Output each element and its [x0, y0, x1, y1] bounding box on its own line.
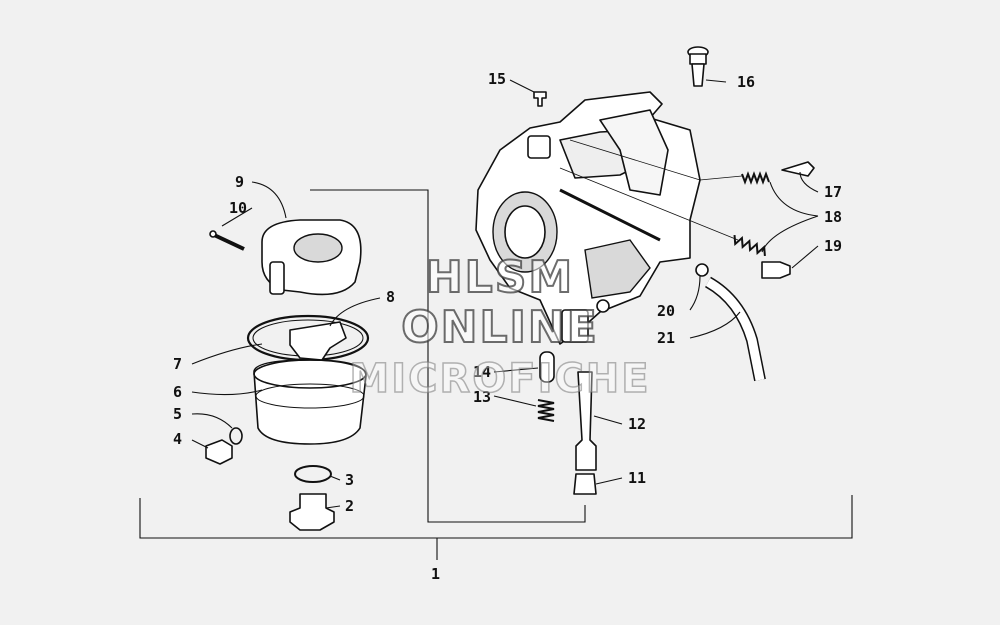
float-bowl-assembly: [205, 219, 370, 531]
carburetor-body: [475, 91, 701, 345]
callout-15: 15: [488, 70, 506, 88]
callout-17: 17: [824, 183, 842, 201]
callout-11: 11: [628, 469, 646, 487]
callout-labels: 1 2 3 4 5 6 7 8 9 10 11 12 13 14 15 16 1…: [173, 70, 842, 583]
main-nozzle: [575, 371, 597, 471]
callout-5: 5: [173, 405, 182, 423]
e-clip: [695, 263, 709, 277]
callout-12: 12: [628, 415, 646, 433]
callout-13: 13: [473, 388, 491, 406]
drain-screw: [205, 439, 233, 465]
callout-20: 20: [657, 302, 675, 320]
callout-8: 8: [386, 288, 395, 306]
callout-21: 21: [657, 329, 675, 347]
callout-10: 10: [229, 199, 247, 217]
jet-parts: [533, 46, 815, 495]
bowl-nut-o-ring: [294, 465, 332, 483]
callout-18: 18: [824, 208, 842, 226]
idle-speed-screw: [761, 261, 791, 279]
callout-1: 1: [431, 565, 440, 583]
callout-19: 19: [824, 237, 842, 255]
callout-3: 3: [345, 471, 354, 489]
main-jet: [573, 473, 597, 495]
mixture-spring: [741, 171, 770, 185]
callout-16: 16: [737, 73, 755, 91]
idle-mixture-needle: [781, 161, 815, 177]
callout-2: 2: [345, 497, 354, 515]
callout-14: 14: [473, 363, 491, 381]
jet-needle: [539, 351, 555, 383]
top-screw: [533, 91, 547, 107]
float-pin: [211, 232, 245, 251]
float-hinge: [289, 321, 347, 361]
needle-spring: [537, 399, 555, 422]
callout-7: 7: [173, 355, 182, 373]
bowl-nut: [289, 493, 335, 531]
throttle-spring: [733, 234, 766, 257]
callout-6: 6: [173, 383, 182, 401]
assembly-bracket: [139, 189, 853, 560]
leader-lines: [191, 79, 819, 509]
callout-4: 4: [173, 430, 182, 448]
drain-o-ring: [229, 427, 243, 445]
float-bowl: [253, 359, 367, 445]
callout-9: 9: [235, 173, 244, 191]
